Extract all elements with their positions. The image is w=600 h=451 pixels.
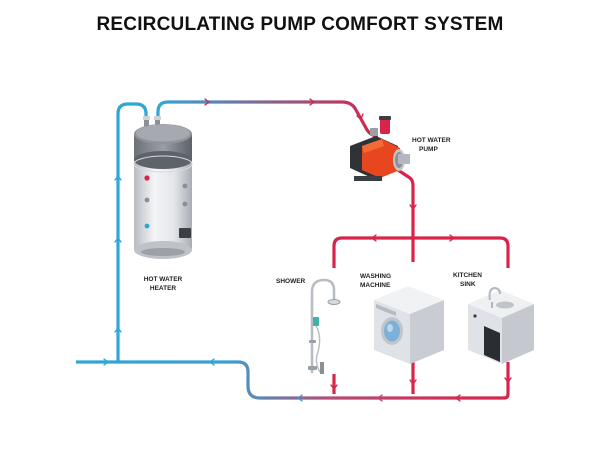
washer-label-line2: MACHINE <box>360 282 391 289</box>
washer-label-line1: WASHING <box>360 273 391 280</box>
heater-label-line2: HEATER <box>150 285 177 292</box>
hot-pump-outlet-pipe <box>397 168 415 236</box>
washing-machine <box>374 286 444 364</box>
hot-water-pump <box>350 116 410 181</box>
shower <box>308 278 341 374</box>
sink-label-line1: KITCHEN <box>453 272 482 279</box>
hot-outlet-pipe <box>156 100 379 138</box>
sink-label-line2: SINK <box>460 281 476 288</box>
hot-water-heater <box>133 116 193 259</box>
flow-arrows <box>103 98 512 402</box>
kitchen-sink <box>468 286 534 364</box>
pump-label-line2: PUMP <box>419 146 438 153</box>
diagram-title: RECIRCULATING PUMP COMFORT SYSTEM <box>96 14 504 35</box>
hot-distribution-pipe <box>332 236 510 268</box>
shower-label: SHOWER <box>276 278 306 285</box>
heater-label-line1: HOT WATER <box>144 276 183 283</box>
return-pipe <box>76 360 510 400</box>
cold-supply-pipe <box>116 102 148 362</box>
pump-label-line1: HOT WATER <box>412 137 451 144</box>
